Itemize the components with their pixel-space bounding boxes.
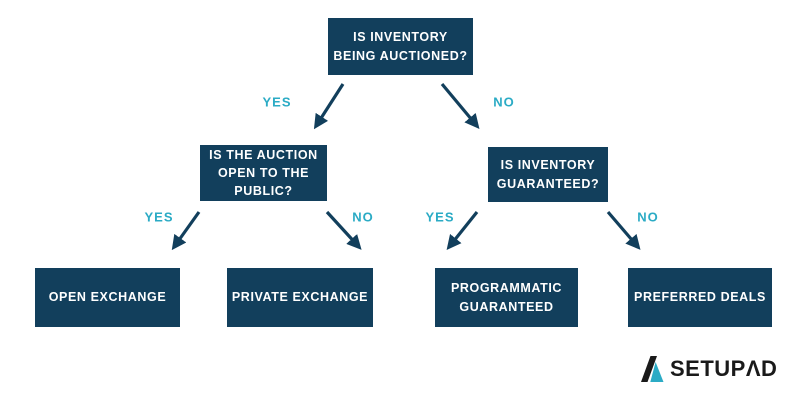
node-open-exchange: OPEN EXCHANGE [35,268,180,327]
branch-label-public-no: NO [352,209,374,225]
setupad-logo-icon [641,356,664,382]
branch-label-public-yes: YES [144,209,174,225]
node-is-inventory-guaranteed: IS INVENTORY GUARANTEED? [488,147,608,202]
node-is-auction-public: IS THE AUCTION OPEN TO THE PUBLIC? [200,145,327,201]
node-private-exchange: PRIVATE EXCHANGE [227,268,373,327]
node-preferred-deals: PREFERRED DEALS [628,268,772,327]
node-programmatic-guaranteed: PROGRAMMATIC GUARANTEED [435,268,578,327]
arrow-public-yes [171,211,201,251]
arrow-root-yes [313,83,345,130]
branch-label-guaranteed-yes: YES [425,209,455,225]
branch-label-root-no: NO [493,94,515,110]
arrow-guaranteed-no [606,210,641,250]
setupad-logo-text: SETUPΛD [670,356,778,381]
branch-label-guaranteed-no: NO [637,209,659,225]
arrow-root-no [440,82,480,129]
branch-label-root-yes: YES [262,94,292,110]
setupad-logo: SETUPΛD [641,356,777,382]
node-is-inventory-auctioned: IS INVENTORY BEING AUCTIONED? [328,18,473,75]
